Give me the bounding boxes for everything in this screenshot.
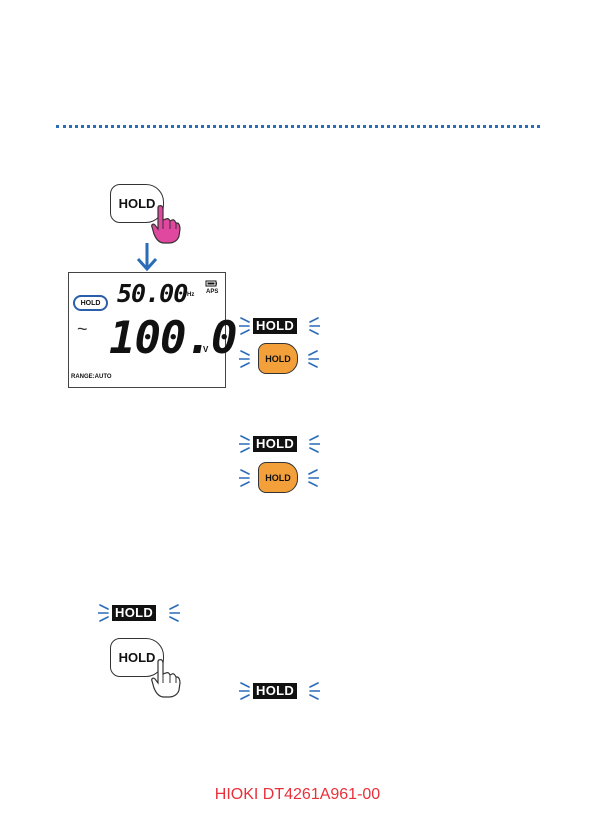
blink-rays-left-icon	[239, 682, 251, 700]
hold-button-lit: HOLD	[258, 343, 298, 374]
lcd-frequency-unit: Hz	[187, 292, 194, 298]
down-arrow-icon	[135, 242, 159, 272]
lcd-voltage-unit: V	[203, 345, 208, 354]
hold-button-lit-label: HOLD	[265, 354, 291, 364]
blink-rays-right-icon	[168, 604, 180, 622]
blink-rays-right-icon	[307, 350, 319, 368]
blink-rays-left-icon	[239, 317, 251, 335]
pointing-hand-outline-icon	[150, 658, 182, 698]
lcd-voltage-value: 100.0	[109, 313, 236, 364]
blink-rays-right-icon	[308, 317, 320, 335]
lcd-display: HOLD 50.00 Hz APS ~ 100.0 V RANGE:AUTO	[68, 272, 226, 388]
hold-display-indicator: HOLD	[253, 683, 297, 699]
lcd-aps-label: APS	[206, 289, 218, 295]
lcd-frequency-value: 50.00	[117, 279, 187, 308]
hold-display-indicator: HOLD	[112, 605, 156, 621]
hold-button-lit: HOLD	[258, 462, 298, 493]
pointing-hand-pink-icon	[150, 204, 182, 244]
blink-rays-left-icon	[98, 604, 110, 622]
blink-rays-right-icon	[308, 435, 320, 453]
blink-rays-right-icon	[307, 469, 319, 487]
ac-symbol: ~	[77, 319, 88, 340]
lcd-hold-indicator: HOLD	[73, 295, 108, 311]
hold-button-lit-label: HOLD	[265, 473, 291, 483]
blink-rays-right-icon	[308, 682, 320, 700]
dotted-separator	[56, 125, 540, 132]
blink-rays-left-icon	[239, 435, 251, 453]
battery-icon	[205, 280, 217, 287]
hold-display-indicator: HOLD	[253, 318, 297, 334]
document-code: HIOKI DT4261A961-00	[0, 786, 595, 804]
hold-display-indicator: HOLD	[253, 436, 297, 452]
lcd-range-label: RANGE:AUTO	[71, 374, 112, 380]
blink-rays-left-icon	[239, 469, 251, 487]
blink-rays-left-icon	[239, 350, 251, 368]
